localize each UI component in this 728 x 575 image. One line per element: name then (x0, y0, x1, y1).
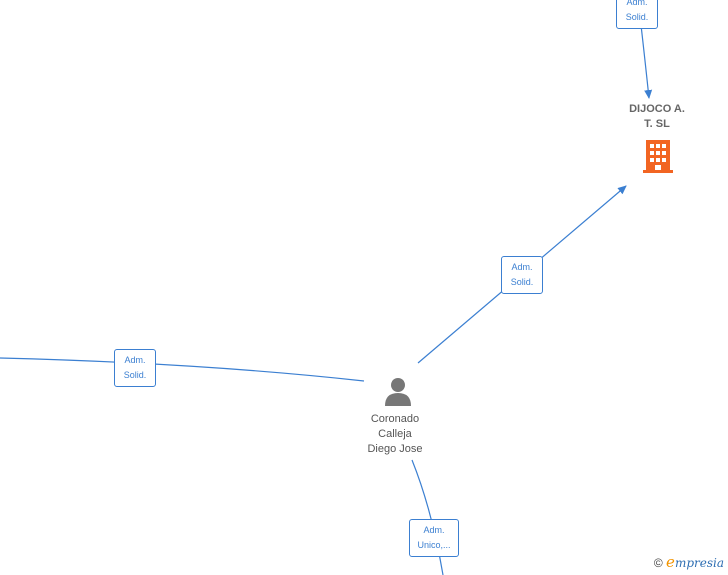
edge-label-line1: Adm. (626, 0, 648, 7)
edge-label-line1: Adm. (423, 525, 445, 535)
edge-label-line1: Adm. (124, 355, 146, 365)
edge-left-line (0, 357, 365, 382)
person-icon[interactable] (383, 377, 413, 407)
company-name-line1: DIJOCO A. (629, 103, 685, 115)
edge-bottom-line (411, 459, 444, 575)
building-icon[interactable] (641, 138, 675, 174)
copyright-footer: © empresia (654, 553, 724, 571)
brand-logo-initial: e (666, 553, 675, 571)
edge-label-line2: Solid. (625, 12, 649, 22)
edge-label-left[interactable]: Adm. Solid. (114, 349, 156, 387)
person-name-line3: Diego Jose (367, 443, 423, 455)
edge-label-bottom[interactable]: Adm. Unico,... (409, 519, 459, 557)
edge-label-line2: Solid. (123, 370, 147, 380)
copyright-symbol: © (653, 556, 663, 570)
person-node-label[interactable]: Coronado Calleja Diego Jose (345, 412, 445, 457)
edge-label-line2: Unico,... (417, 540, 451, 550)
brand-logo-text: mpresia (674, 556, 724, 570)
edge-label-top[interactable]: Adm. Solid. (616, 0, 658, 29)
company-node-label[interactable]: DIJOCO A. T. SL (612, 102, 702, 132)
edge-label-line1: Adm. (511, 262, 533, 272)
person-name-line1: Coronado (370, 413, 420, 425)
edge-top-line (640, 24, 653, 99)
person-name-line2: Calleja (378, 428, 412, 440)
edge-label-line2: Solid. (510, 277, 534, 287)
edge-label-right[interactable]: Adm. Solid. (501, 256, 543, 294)
company-name-line2: T. SL (644, 118, 670, 130)
